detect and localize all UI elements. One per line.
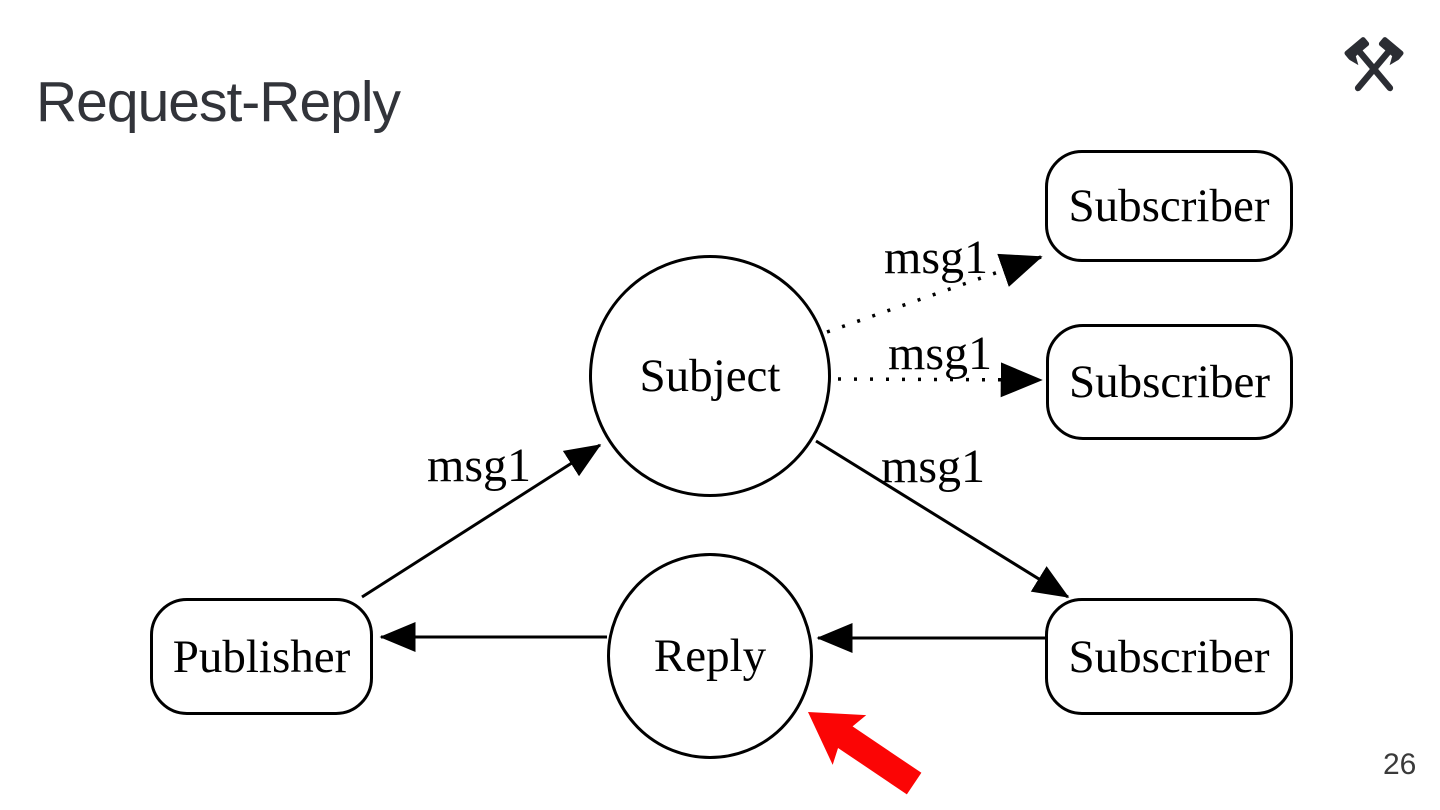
edge-label-publisher-subject: msg1 (426, 439, 532, 492)
node-subscriber-bottom: Subscriber (1045, 598, 1293, 715)
node-publisher-label: Publisher (172, 630, 351, 683)
node-subscriber-middle-label: Subscriber (1068, 356, 1270, 408)
edge-publisher-to-subject (361, 443, 602, 599)
red-arrow-annotation (808, 712, 922, 795)
node-subscriber-top: Subscriber (1045, 150, 1293, 262)
edge-label-subject-subscriber-top: msg1 (883, 231, 989, 284)
edge-label-subject-subscriber-middle: msg1 (887, 327, 993, 380)
edge-subject-to-subscriber-top-dotted (826, 253, 1043, 334)
node-subject: Subject (589, 255, 831, 497)
node-reply-label: Reply (653, 630, 767, 682)
node-publisher: Publisher (150, 598, 373, 715)
crossed-hammers-icon (1344, 37, 1404, 92)
edge-subject-to-subscriber-middle-dotted (837, 362, 1043, 398)
node-subscriber-middle: Subscriber (1046, 324, 1293, 440)
edge-label-subject-subscriber-bottom: msg1 (880, 440, 986, 493)
node-subject-label: Subject (639, 350, 781, 402)
node-subscriber-bottom-label: Subscriber (1068, 630, 1270, 683)
page-title: Request-Reply (36, 70, 401, 135)
edge-subject-to-subscriber-bottom (815, 439, 1070, 599)
node-subscriber-top-label: Subscriber (1068, 180, 1270, 232)
page-number: 26 (1383, 748, 1417, 781)
node-reply: Reply (607, 553, 813, 759)
